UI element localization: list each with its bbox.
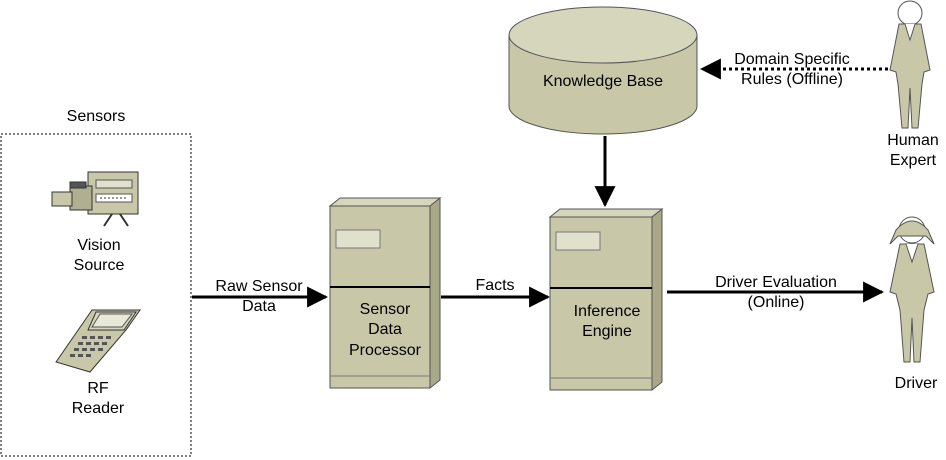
raw-data-label-line2: Data <box>242 298 276 315</box>
handheld-reader-icon <box>55 309 141 373</box>
sensor-data-processor-node <box>328 196 442 390</box>
sensors-group-label: Sensors <box>67 108 126 125</box>
expert-label-line1: Human <box>887 132 939 149</box>
raw-data-label-line1: Raw Sensor <box>215 278 303 295</box>
evaluation-label-line1: Driver Evaluation <box>715 274 837 291</box>
inference-engine-node <box>548 207 664 392</box>
driver-icon <box>889 216 935 363</box>
rules-label-line2: Rules (Offline) <box>741 71 843 88</box>
human-expert-icon <box>889 0 931 129</box>
inference-label-line2: Engine <box>582 323 632 340</box>
knowledge-base-label: Knowledge Base <box>543 73 663 90</box>
driver-label: Driver <box>895 375 938 392</box>
processor-label-line3: Processor <box>349 342 422 359</box>
rf-label-line1: RF <box>87 380 109 397</box>
evaluation-label-line2: (Online) <box>748 294 805 311</box>
knowledge-base-node <box>508 6 698 135</box>
inference-label-line1: Inference <box>574 303 641 320</box>
rules-label-line1: Domain Specific <box>734 51 850 68</box>
processor-label-line1: Sensor <box>360 301 411 318</box>
rf-label-line2: Reader <box>72 400 125 417</box>
facts-label: Facts <box>475 277 514 294</box>
vision-label-line1: Vision <box>77 237 120 254</box>
expert-label-line2: Expert <box>890 152 937 169</box>
processor-label-line2: Data <box>368 321 402 338</box>
video-camera-icon <box>51 171 139 227</box>
vision-label-line2: Source <box>74 257 125 274</box>
